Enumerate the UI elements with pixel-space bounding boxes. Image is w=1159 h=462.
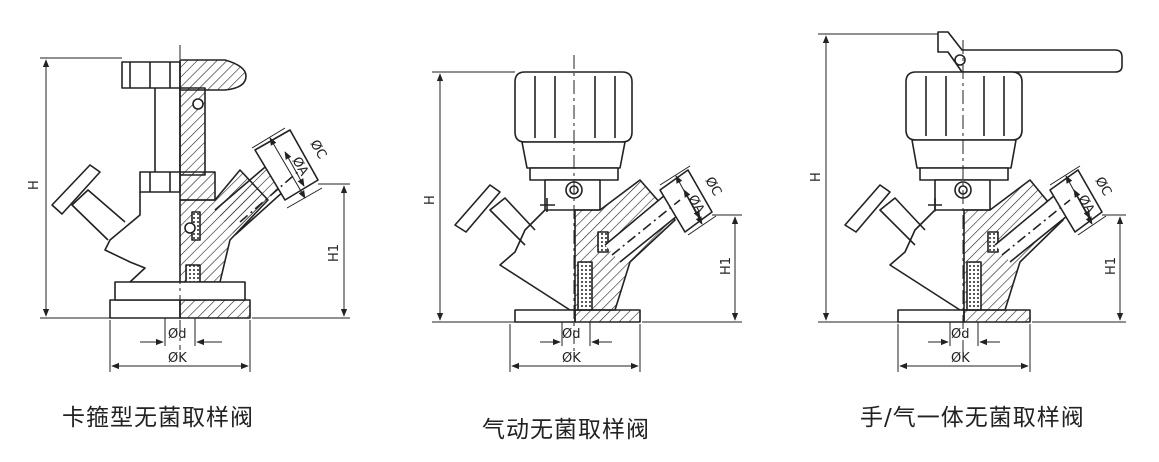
dim-k-label: ØK	[951, 351, 970, 366]
dim-d-label: Ød	[951, 327, 969, 342]
bottom-flange	[514, 309, 641, 323]
diagram-manual-pneumatic-valve	[818, 31, 1126, 372]
dim-k-label: ØK	[168, 351, 187, 366]
caption-manual-pneumatic-valve: 手/气一体无菌取样阀	[860, 405, 1085, 431]
left-port	[454, 184, 536, 246]
bonnet	[139, 171, 216, 201]
left-port	[51, 164, 126, 241]
diagram-clamp-valve	[40, 45, 350, 372]
actuator-neck	[529, 167, 619, 212]
dim-h-label: H	[423, 195, 438, 205]
dim-c-label: ØC	[307, 138, 330, 162]
actuator-cap	[905, 71, 1023, 169]
dim-c-label: ØC	[1092, 175, 1115, 199]
caption-clamp-valve: 卡箍型无菌取样阀	[62, 405, 254, 431]
bottom-flange	[897, 309, 1031, 323]
diagram-pneumatic-valve	[432, 55, 742, 372]
dim-k-label: ØK	[562, 351, 581, 366]
dim-c-label: ØC	[702, 175, 725, 199]
dim-h1-label: H1	[719, 257, 734, 275]
actuator-neck	[919, 167, 1009, 212]
dim-d-label: Ød	[562, 327, 580, 342]
dim-h1-label: H1	[1104, 257, 1119, 275]
dim-d-label: Ød	[168, 327, 186, 342]
dim-h1-label: H1	[327, 244, 342, 262]
left-port	[844, 184, 926, 246]
caption-pneumatic-valve: 气动无菌取样阀	[482, 417, 650, 443]
dim-h-label: H	[27, 180, 42, 190]
dim-h-label: H	[809, 172, 824, 182]
lever-handle	[937, 31, 1123, 73]
handwheel	[121, 59, 247, 91]
